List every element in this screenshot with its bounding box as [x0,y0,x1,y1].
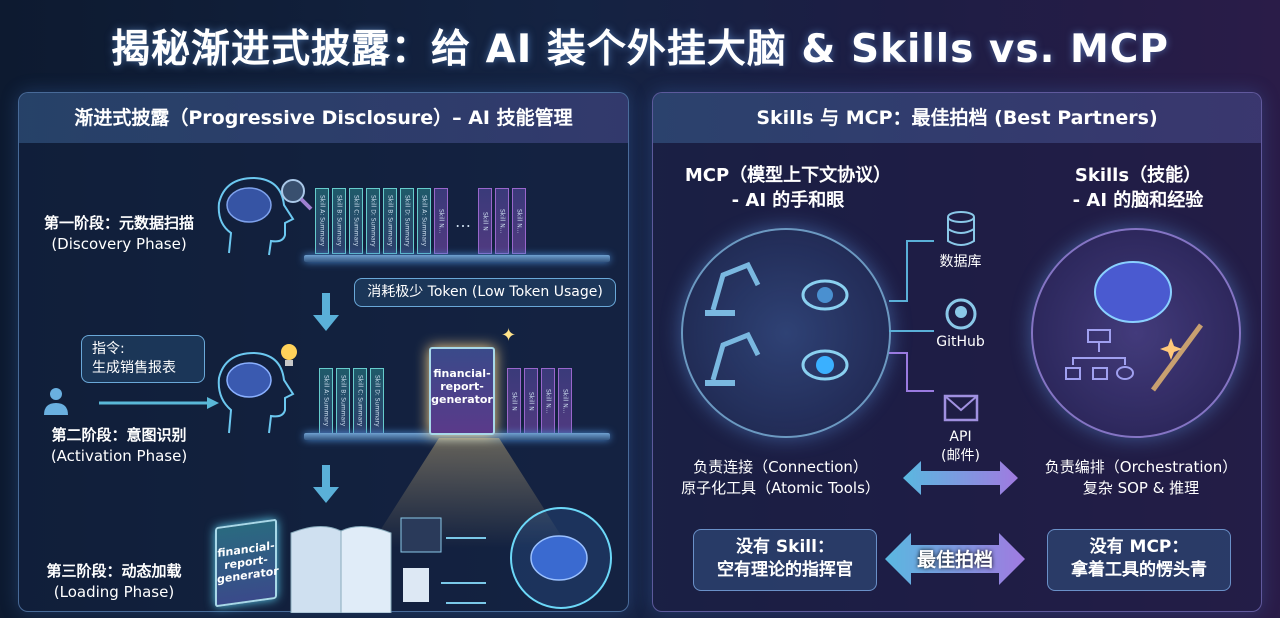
skill-book: Skill D: Summary [400,188,414,254]
brain-head-search-icon [217,176,313,256]
instruction-text: 生成销售报表 [92,360,176,376]
phase2-label: 第二阶段：意图识别 (Activation Phase) [24,425,214,467]
skill-book: Skill A: Summary [319,368,333,434]
open-book-docs-icon [290,517,486,613]
mcp-subtitle: - AI 的手和眼 [731,190,845,211]
skills-role-sop: 复杂 SOP & 推理 [1082,479,1200,497]
panel-heading: 渐进式披露（Progressive Disclosure）– AI 技能管理 [19,93,628,143]
skills-subtitle: - AI 的脑和经验 [1072,190,1204,211]
panel-heading: Skills 与 MCP：最佳拍档 (Best Partners) [653,93,1261,143]
database-icon [946,211,975,246]
shelf [304,255,610,262]
phase2-subtitle: (Activation Phase) [50,447,188,465]
phase3-subtitle: (Loading Phase) [53,583,175,601]
mcp-roles: 负责连接（Connection） 原子化工具（Atomic Tools） [658,457,903,499]
token-usage-note: 消耗极少 Token (Low Token Usage) [354,278,616,307]
skills-circle [1031,228,1241,438]
skill-book: Skill N... [512,188,526,254]
loaded-skill-book: financial-report-generator [215,518,279,608]
skills-heading: Skills（技能） - AI 的脑和经验 [1013,163,1263,213]
skill-book: Skill A: Summary [417,188,431,254]
skill-book: Skill B: Summary [383,188,397,254]
skill-book: Skill D: Summary [366,188,380,254]
mcp-role-connection: 负责连接（Connection） [693,458,868,476]
no-mcp-title: 没有 MCP： [1089,537,1189,557]
robot-arm-eye-icons [705,261,849,386]
skill-book: Skill B: Summary [332,188,346,254]
skill-book: Skill N [507,368,521,434]
progressive-disclosure-panel: 渐进式披露（Progressive Disclosure）– AI 技能管理 第… [18,92,629,613]
phase3-label: 第三阶段：动态加载 (Loading Phase) [24,561,204,603]
no-skill-desc: 空有理论的指挥官 [717,560,853,580]
brain-head-idea-icon [217,344,297,434]
sparkle-icon: ✦ [501,325,517,346]
phase1-subtitle: (Discovery Phase) [51,235,187,253]
page-title: 揭秘渐进式披露：给 AI 装个外挂大脑 & Skills vs. MCP [111,27,1169,72]
skill-book: Skill C: Summary [349,188,363,254]
arrow-down-icon [313,293,339,331]
skill-book: Skill N... [541,368,555,434]
instruction-bubble: 指令: 生成销售报表 [81,335,205,383]
highlighted-skill-book: financial-report-generator [429,347,495,435]
skill-book: Skill B: Summary [336,368,350,434]
user-to-brain-arrow [44,388,219,415]
mcp-title: MCP（模型上下文协议） [684,165,892,186]
target-label: 数据库 [939,254,982,270]
no-mcp-box: 没有 MCP： 拿着工具的愣头青 [1047,529,1231,591]
no-skill-title: 没有 Skill： [736,537,834,557]
mail-icon [943,394,978,422]
github-icon [945,298,976,330]
connection-arrows [889,240,934,392]
brain-head-loaded-icon [510,507,612,609]
skills-role-orchestration: 负责编排（Orchestration） [1044,458,1238,476]
ellipsis: … [455,211,471,231]
skills-title: Skills（技能） [1074,165,1202,186]
target-label: GitHub [936,334,985,350]
target-api: API (邮件) [923,375,998,485]
shelf [304,433,610,440]
skills-mcp-panel: Skills 与 MCP：最佳拍档 (Best Partners) MCP（模型… [652,92,1262,612]
brain-flowchart-wand-icons [1065,261,1204,392]
target-github: GitHub [923,298,998,350]
skill-book: Skill N [478,188,492,254]
skill-book: Skill N [524,368,538,434]
skills-roles: 负责编排（Orchestration） 复杂 SOP & 推理 [1021,457,1261,499]
no-mcp-desc: 拿着工具的愣头青 [1071,560,1207,580]
phase2-title: 第二阶段：意图识别 [51,426,187,444]
skill-book: Skill N... [434,188,448,254]
skill-book: Skill A: Summary [315,188,329,254]
mcp-circle [681,228,891,438]
double-arrow-icon [903,461,1018,495]
skill-book: Skill D: Summary [370,368,384,434]
partner-double-arrow [885,533,1025,585]
mcp-heading: MCP（模型上下文协议） - AI 的手和眼 [653,163,923,213]
arrow-down-icon [313,465,339,503]
skill-book: Skill N... [558,368,572,434]
skill-book: Skill C: Summary [353,368,367,434]
instruction-label: 指令: [92,341,125,357]
target-database: 数据库 [923,211,998,271]
mcp-role-atomic-tools: 原子化工具（Atomic Tools） [681,479,880,497]
skill-book: Skill N... [495,188,509,254]
partner-label: 最佳拍档 [916,549,993,571]
no-skill-box: 没有 Skill： 空有理论的指挥官 [693,529,877,591]
phase1-label: 第一阶段：元数据扫描 (Discovery Phase) [24,213,214,255]
phase3-title: 第三阶段：动态加载 [46,562,182,580]
target-label: API (邮件) [941,429,980,464]
phase1-title: 第一阶段：元数据扫描 [43,214,194,232]
